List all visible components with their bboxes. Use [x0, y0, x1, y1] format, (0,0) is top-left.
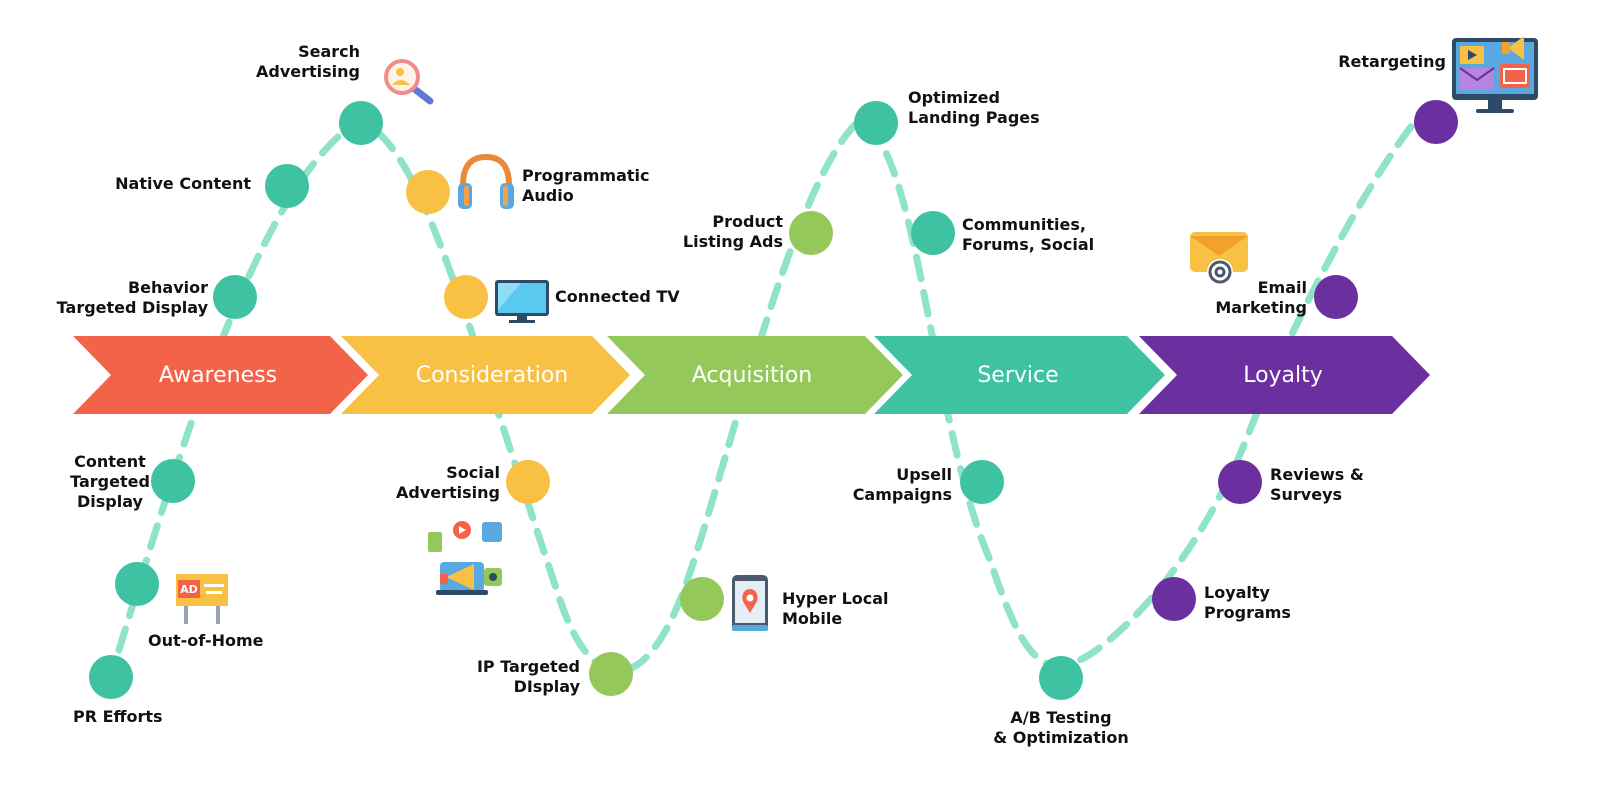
- stage-consideration-label: Consideration: [416, 363, 569, 388]
- headphones-icon: [458, 153, 514, 209]
- label-reviews-surveys: Reviews & Surveys: [1270, 465, 1364, 504]
- stage-consideration-chevron: [341, 336, 630, 414]
- dot-optimized-landing-pages: [854, 101, 898, 145]
- billboard-ad-icon: AD: [176, 574, 228, 624]
- dot-upsell-campaigns: [960, 460, 1004, 504]
- stage-service-chevron: [874, 336, 1165, 414]
- label-product-listing-ads: Product Listing Ads: [682, 212, 783, 251]
- dot-product-listing-ads: [789, 211, 833, 255]
- label-loyalty-programs: Loyalty Programs: [1204, 583, 1291, 622]
- dot-out-of-home: [115, 562, 159, 606]
- label-email-marketing: Email Marketing: [1215, 278, 1307, 317]
- dot-hyper-local-mobile: [680, 577, 724, 621]
- tv-monitor-icon: [495, 280, 549, 323]
- label-retargeting: Retargeting: [1338, 52, 1446, 71]
- dot-content-targeted-display: [151, 459, 195, 503]
- billboard-ad-text: AD: [180, 583, 198, 596]
- stage-service-label: Service: [977, 363, 1058, 388]
- label-connected-tv: Connected TV: [555, 287, 680, 306]
- dot-programmatic-audio: [406, 170, 450, 214]
- stage-acquisition-chevron: [607, 336, 903, 414]
- dot-native-content: [265, 164, 309, 208]
- dot-search-advertising: [339, 101, 383, 145]
- label-upsell-campaigns: Upsell Campaigns: [852, 465, 952, 504]
- dot-communities-forums-social: [911, 211, 955, 255]
- label-behavior-targeted-display: Behavior Targeted Display: [56, 278, 208, 317]
- label-out-of-home: Out-of-Home: [148, 631, 264, 650]
- stage-loyalty-chevron: [1139, 336, 1430, 414]
- label-ab-testing: A/B Testing & Optimization: [993, 708, 1129, 747]
- label-ip-targeted-display: IP Targeted DIsplay: [476, 657, 580, 696]
- label-pr-efforts: PR Efforts: [73, 707, 163, 726]
- retargeting-monitor-icon: [1452, 36, 1538, 113]
- label-programmatic-audio: Programmatic Audio: [522, 166, 650, 205]
- dot-ip-targeted-display: [589, 652, 633, 696]
- dot-loyalty-programs: [1152, 577, 1196, 621]
- label-search-advertising: Search Advertising: [256, 42, 360, 81]
- dot-connected-tv: [444, 275, 488, 319]
- dot-behavior-targeted-display: [213, 275, 257, 319]
- mobile-location-pin-icon: [732, 575, 768, 631]
- dot-email-marketing: [1314, 275, 1358, 319]
- label-communities-forums-social: Communities, Forums, Social: [962, 215, 1095, 254]
- label-social-advertising: Social Advertising: [396, 463, 500, 502]
- label-optimized-landing-pages: Optimized Landing Pages: [908, 88, 1040, 127]
- dot-social-advertising: [506, 460, 550, 504]
- magnifier-icon: [384, 59, 434, 105]
- dot-ab-testing: [1039, 656, 1083, 700]
- dot-pr-efforts: [89, 655, 133, 699]
- dot-retargeting: [1414, 100, 1458, 144]
- dot-reviews-surveys: [1218, 460, 1262, 504]
- social-media-megaphone-icon: [428, 521, 502, 595]
- label-hyper-local-mobile: Hyper Local Mobile: [782, 589, 889, 628]
- stage-loyalty-label: Loyalty: [1243, 363, 1323, 388]
- journey-path-upper: [115, 111, 1424, 675]
- label-native-content: Native Content: [115, 174, 251, 193]
- stage-awareness-chevron: [73, 336, 368, 414]
- stage-awareness-label: Awareness: [159, 363, 277, 388]
- email-envelope-icon: [1190, 232, 1248, 285]
- label-content-targeted-display: Content Targeted Display: [70, 452, 150, 511]
- stage-acquisition-label: Acquisition: [692, 363, 813, 388]
